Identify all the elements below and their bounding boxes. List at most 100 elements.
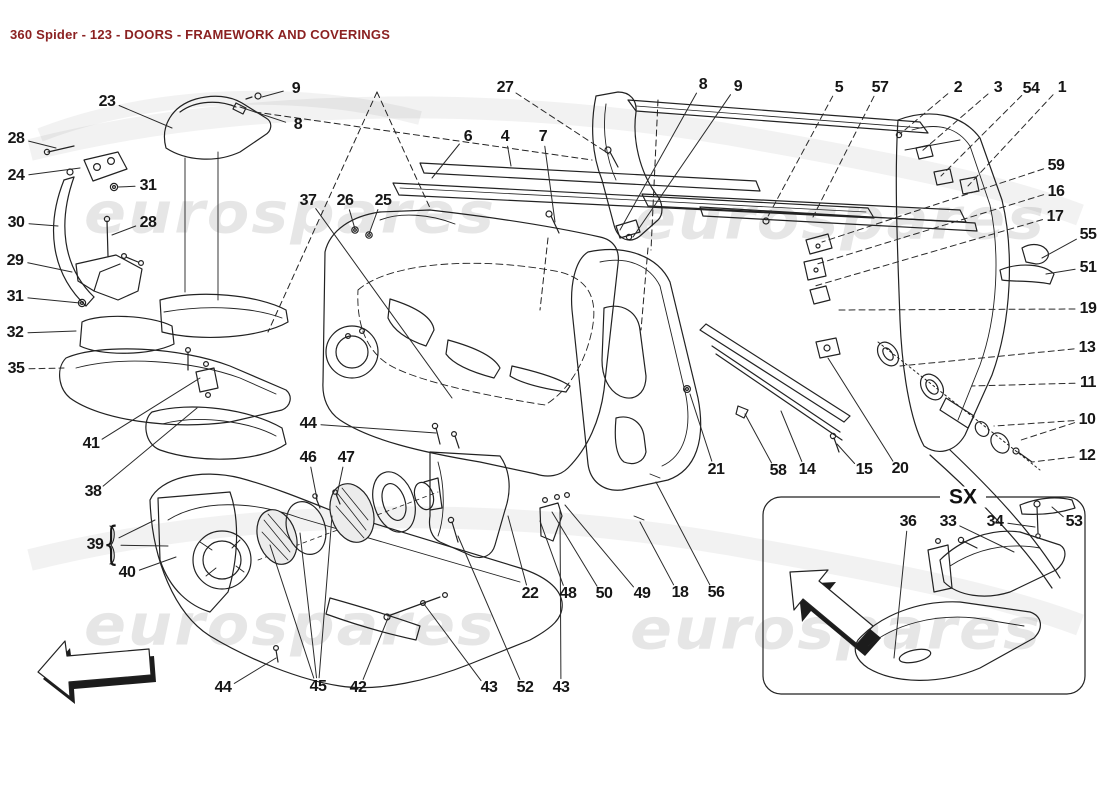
callout-20[interactable]: 20 — [891, 460, 909, 477]
callout-55[interactable]: 55 — [1079, 226, 1097, 243]
construction-lines — [254, 91, 1041, 471]
callout-37[interactable]: 37 — [299, 192, 317, 209]
callout-44[interactable]: 44 — [299, 415, 317, 432]
callout-44[interactable]: 44 — [214, 679, 232, 696]
callout-3[interactable]: 3 — [993, 79, 1003, 96]
callout-4[interactable]: 4 — [500, 128, 510, 145]
callout-46[interactable]: 46 — [299, 449, 317, 466]
watermark-text: eurospares — [634, 184, 1047, 253]
callout-33[interactable]: 33 — [939, 513, 957, 530]
leader-line-14 — [780, 410, 803, 462]
callout-35[interactable]: 35 — [7, 360, 25, 377]
leader-line-45 — [299, 532, 317, 679]
callout-16[interactable]: 16 — [1047, 183, 1065, 200]
callout-56[interactable]: 56 — [707, 584, 725, 601]
leader-line-22 — [507, 515, 527, 586]
callout-36[interactable]: 36 — [899, 513, 917, 530]
callout-2[interactable]: 2 — [953, 79, 963, 96]
callout-12[interactable]: 12 — [1078, 447, 1096, 464]
callout-58[interactable]: 58 — [769, 462, 787, 479]
callout-41[interactable]: 41 — [82, 435, 100, 452]
leader-line-5 — [765, 95, 834, 221]
leader-line-31 — [117, 185, 136, 188]
callout-32[interactable]: 32 — [6, 324, 24, 341]
callout-8[interactable]: 8 — [293, 116, 303, 133]
callout-7[interactable]: 7 — [538, 128, 548, 145]
callout-30[interactable]: 30 — [7, 214, 25, 231]
callout-21[interactable]: 21 — [707, 461, 725, 478]
leader-line-45 — [269, 544, 315, 679]
callout-28[interactable]: 28 — [139, 214, 157, 231]
leader-line-56 — [655, 481, 711, 586]
leader-line-35 — [28, 367, 65, 370]
leader-line-1 — [967, 94, 1054, 187]
leader-line-10 — [1017, 422, 1076, 442]
leader-line-9 — [632, 94, 731, 238]
leader-line-7 — [544, 145, 556, 223]
callout-38[interactable]: 38 — [84, 483, 102, 500]
callout-5[interactable]: 5 — [834, 79, 844, 96]
leader-line-46 — [310, 466, 318, 500]
leader-line-36 — [893, 530, 908, 659]
callout-28[interactable]: 28 — [7, 130, 25, 147]
callout-31[interactable]: 31 — [139, 177, 157, 194]
callout-18[interactable]: 18 — [671, 584, 689, 601]
callout-57[interactable]: 57 — [871, 79, 889, 96]
leader-line-42 — [362, 617, 389, 680]
callout-19[interactable]: 19 — [1079, 300, 1097, 317]
leader-line-33 — [959, 525, 1015, 553]
callout-47[interactable]: 47 — [337, 449, 355, 466]
callout-14[interactable]: 14 — [798, 461, 816, 478]
leader-line-12 — [1031, 456, 1075, 463]
callout-59[interactable]: 59 — [1047, 157, 1065, 174]
callout-54[interactable]: 54 — [1022, 80, 1040, 97]
leader-line-18 — [639, 521, 675, 586]
callout-34[interactable]: 34 — [986, 513, 1004, 530]
leader-line-53 — [1051, 506, 1064, 518]
callout-27[interactable]: 27 — [496, 79, 514, 96]
page-title: 360 Spider - 123 - DOORS - FRAMEWORK AND… — [10, 27, 391, 42]
callout-15[interactable]: 15 — [855, 461, 873, 478]
callout-40[interactable]: 40 — [118, 564, 136, 581]
callout-25[interactable]: 25 — [374, 192, 392, 209]
callout-23[interactable]: 23 — [98, 93, 116, 110]
callout-9[interactable]: 9 — [733, 78, 743, 95]
door-check-strap — [52, 168, 95, 307]
callout-50[interactable]: 50 — [595, 585, 613, 602]
callout-13[interactable]: 13 — [1078, 339, 1096, 356]
lock-cylinder-parts — [876, 341, 1033, 463]
callout-52[interactable]: 52 — [516, 679, 534, 696]
callout-51[interactable]: 51 — [1079, 259, 1097, 276]
callout-53[interactable]: 53 — [1065, 513, 1083, 530]
callout-49[interactable]: 49 — [633, 585, 651, 602]
callout-48[interactable]: 48 — [559, 585, 577, 602]
callout-10[interactable]: 10 — [1078, 411, 1096, 428]
leader-line-28 — [28, 140, 57, 149]
side-trims — [999, 243, 1055, 285]
callout-39[interactable]: 39 — [86, 536, 104, 553]
callout-42[interactable]: 42 — [349, 679, 367, 696]
callout-24[interactable]: 24 — [7, 167, 25, 184]
callout-29[interactable]: 29 — [6, 252, 24, 269]
leader-line-43 — [559, 509, 562, 680]
leader-line-32 — [27, 330, 77, 334]
callout-11[interactable]: 11 — [1080, 374, 1096, 391]
leader-line-38 — [102, 407, 198, 487]
leader-line-44 — [233, 657, 277, 684]
callout-31[interactable]: 31 — [6, 288, 24, 305]
leader-line-24 — [28, 167, 81, 176]
callout-9[interactable]: 9 — [291, 80, 301, 97]
armrest-parts — [59, 293, 291, 460]
callout-26[interactable]: 26 — [336, 192, 354, 209]
callout-8[interactable]: 8 — [698, 76, 708, 93]
watermark-text: eurospares — [84, 178, 497, 247]
callout-43[interactable]: 43 — [552, 679, 570, 696]
callout-17[interactable]: 17 — [1046, 208, 1064, 225]
callout-1[interactable]: 1 — [1057, 79, 1067, 96]
callout-43[interactable]: 43 — [480, 679, 498, 696]
callout-6[interactable]: 6 — [463, 128, 473, 145]
door-framework-shell — [322, 209, 619, 477]
callout-45[interactable]: 45 — [309, 678, 327, 695]
callout-22[interactable]: 22 — [521, 585, 539, 602]
